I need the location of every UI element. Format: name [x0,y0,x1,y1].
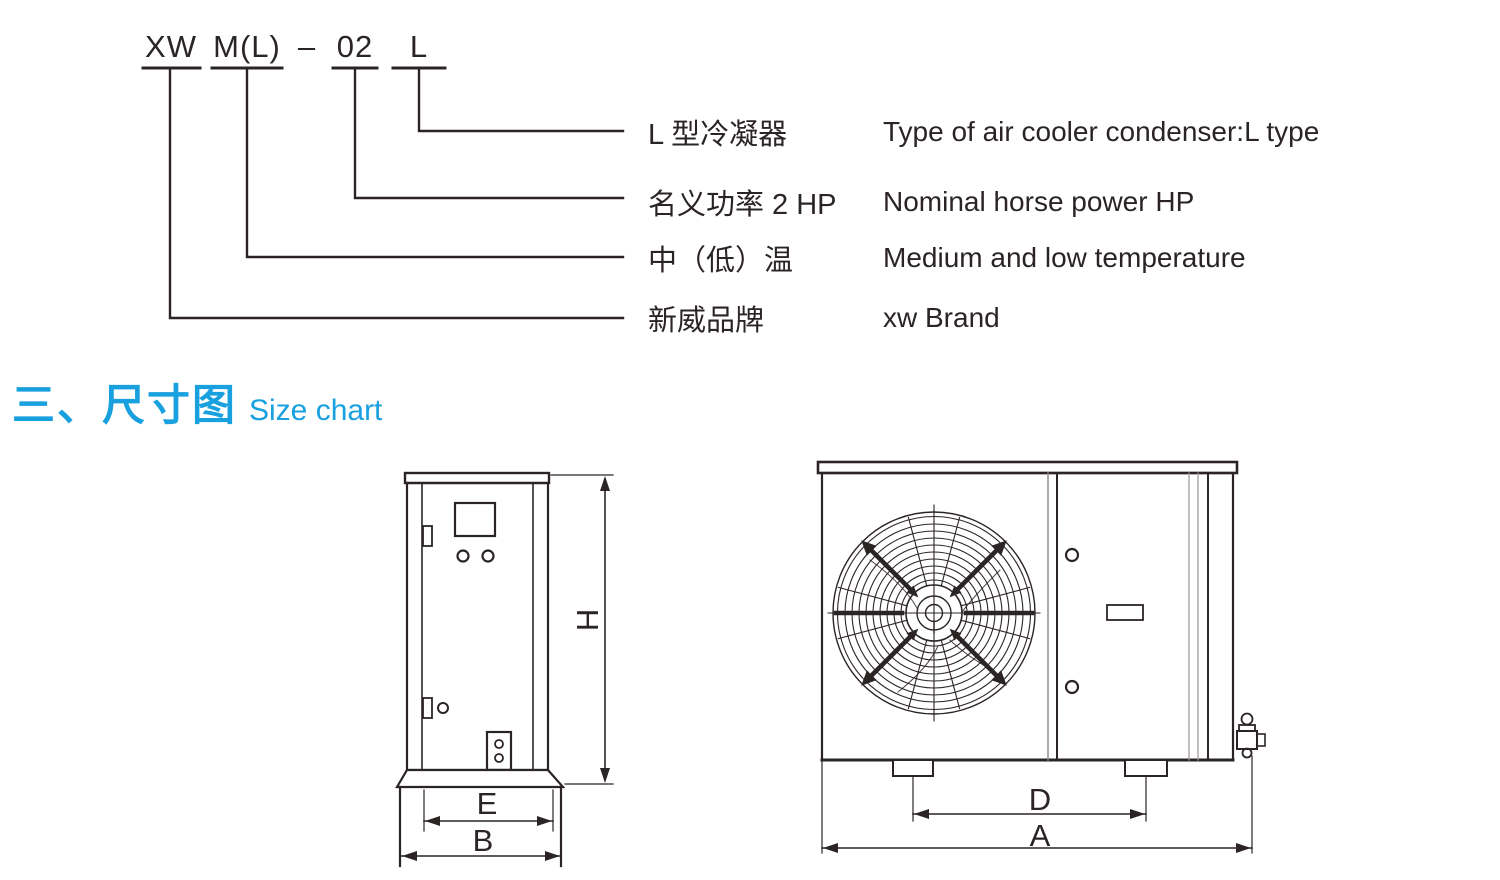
legend-en-horsepower: Nominal horse power HP [883,186,1195,217]
legend-cn-horsepower: 名义功率 2 HP [648,189,837,221]
legend-cn-temperature: 中（低）温 [648,245,794,277]
legend-en-brand: xw Brand [883,302,1000,333]
fan-guard-spokes [837,516,1031,710]
section-title-en: Size chart [249,394,383,427]
hinge-bottom [422,697,433,719]
dim-label-b: B [472,823,494,858]
a-dimension-line [821,755,1253,854]
section-heading: 三、尺寸图 Size chart [12,371,382,433]
legend-en-temperature: Medium and low temperature [883,242,1246,273]
control-box [453,501,497,538]
connector-l-type [417,68,625,133]
knockout-hole [456,549,470,563]
legend-en-l-type: Type of air cooler condenser:L type [883,116,1320,147]
terminal-block [485,730,513,772]
fan-brace [833,540,1035,686]
hinge-top [422,525,433,547]
fan-hub [905,584,963,642]
e-dimension-line [423,789,554,832]
h-dimension-line [550,474,614,785]
front-view-drawing [816,460,1266,854]
legend-cn-brand: 新威品牌 [648,305,765,337]
knockout-hole [481,549,495,563]
connector-temp [245,68,625,259]
panel-screw [1064,547,1080,563]
connector-brand [168,68,625,320]
model-code-part-l: L [409,29,429,64]
cabinet-cap [403,471,551,485]
latch-hole [437,702,449,714]
model-code-part-dash: – [297,29,317,64]
terminal-hole [494,739,504,749]
panel-screw [1064,679,1080,695]
side-view-drawing [395,471,614,868]
unit-body [820,471,1235,762]
nameplate [1106,604,1144,621]
dim-label-e: E [476,786,498,821]
dim-label-h: H [570,608,605,632]
b-dimension-line [400,851,562,861]
connector-hp [353,68,625,200]
unit-cap [816,460,1239,475]
foot-left [892,759,934,777]
model-connector-lines [141,66,625,320]
model-code-part-ml: M(L) [213,29,281,64]
section-title-cn: 三、尺寸图 [12,382,237,430]
terminal-hole [494,753,504,763]
dim-label-a: A [1029,818,1051,853]
dim-label-d: D [1028,782,1052,817]
service-valve [1236,712,1266,759]
model-code-part-02: 02 [336,29,374,64]
base-flange [395,768,566,789]
model-code-part-xw: XW [145,29,197,64]
legend-cn-l-type: L 型冷凝器 [648,119,788,151]
foot-right [1124,759,1168,777]
d-dimension-line [912,775,1147,822]
